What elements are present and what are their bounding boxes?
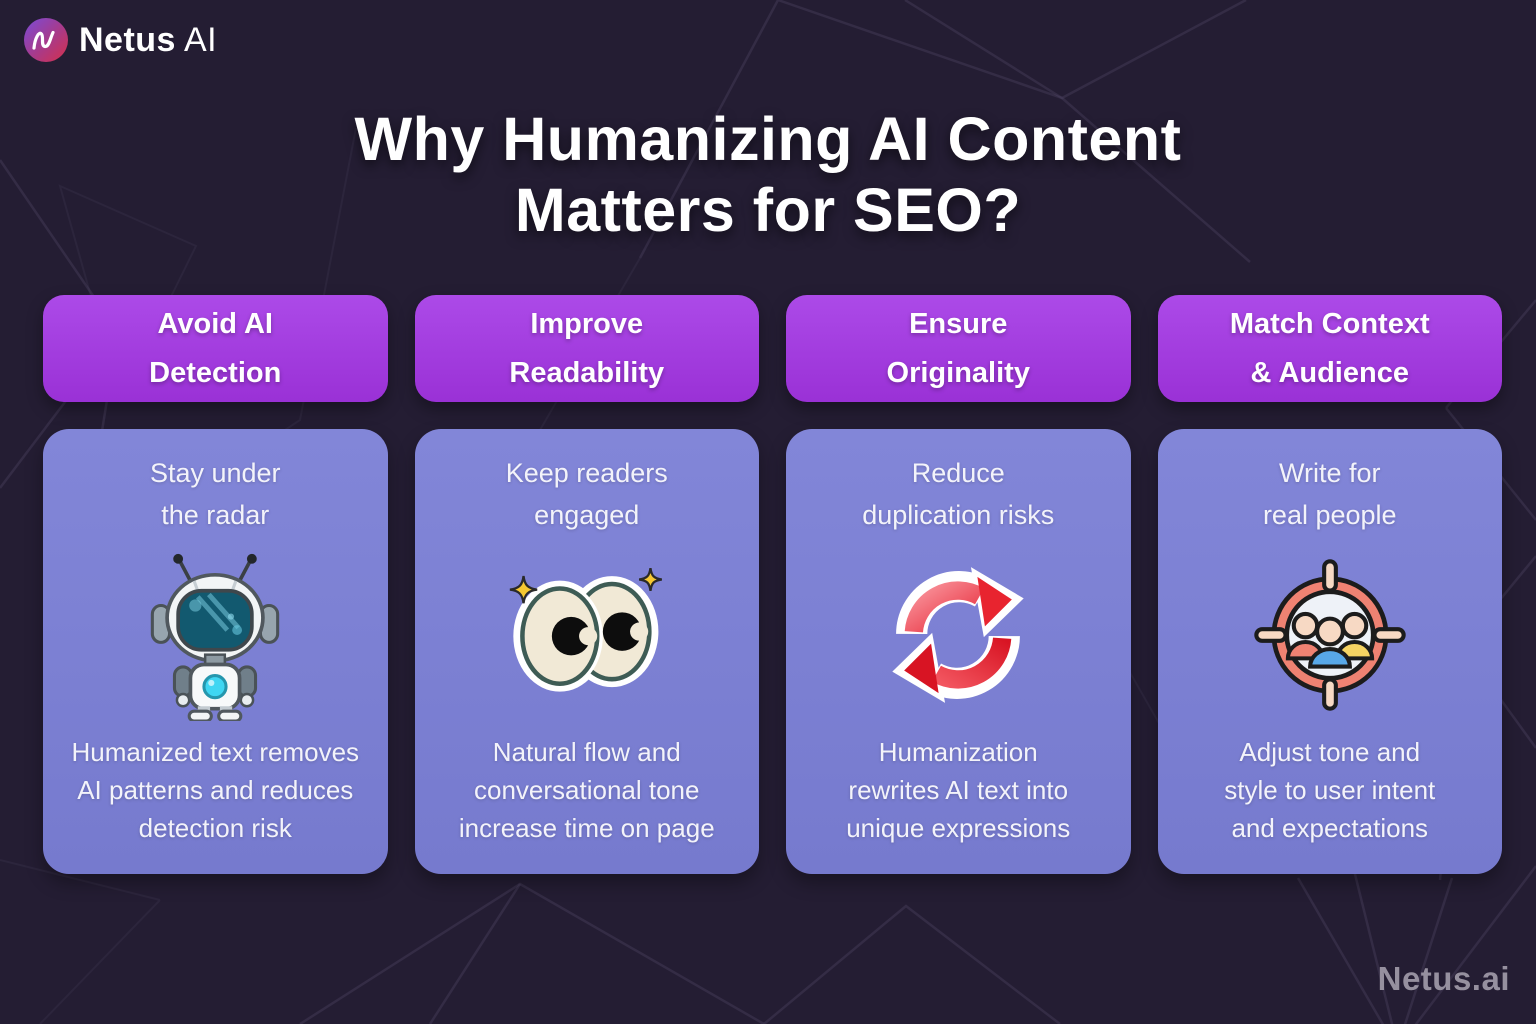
tagline-line-2: engaged: [534, 499, 640, 530]
pill-label-line-1: Ensure: [909, 308, 1008, 341]
refresh-icon: [888, 537, 1028, 734]
desc-line-1: Humanized text removes: [71, 737, 360, 768]
pill-label-line-2: Detection: [149, 356, 282, 389]
netus-logo-mark: [24, 18, 68, 62]
logo-n-icon: [32, 30, 55, 50]
desc-line-1: Natural flow and: [492, 737, 681, 768]
target-icon: [1254, 537, 1406, 734]
robot-icon: [141, 537, 289, 734]
desc-line-3: detection risk: [138, 813, 292, 844]
desc-line-2: conversational tone: [474, 775, 700, 806]
title-line-2: Matters for SEO?: [514, 176, 1022, 245]
footer-watermark: Netus.ai: [1377, 960, 1510, 997]
desc-line-1: Humanization: [878, 737, 1038, 768]
tagline-line-2: duplication risks: [862, 499, 1055, 530]
card-tagline: Reduce duplication risks: [862, 453, 1054, 537]
tagline-line-1: Reduce: [911, 458, 1005, 488]
desc-line-1: Adjust tone and: [1239, 737, 1421, 768]
pill-label-line-1: Avoid AI: [157, 308, 273, 341]
header-pill-ensure-originality: Ensure Originality: [786, 295, 1131, 402]
card-description: Humanized text removes AI patterns and r…: [71, 734, 359, 848]
card-tagline: Stay under the radar: [150, 453, 281, 537]
header-pill-improve-readability: Improve Readability: [414, 295, 759, 402]
logo-text-light: AI: [183, 20, 218, 59]
pill-label-line-2: & Audience: [1250, 356, 1409, 389]
desc-line-2: style to user intent: [1224, 775, 1436, 806]
page-title: Why Humanizing AI Content Matters for SE…: [0, 104, 1536, 247]
tagline-line-2: the radar: [161, 499, 270, 530]
pill-label-line-1: Match Context: [1229, 308, 1430, 341]
card-description: Natural flow and conversational tone inc…: [459, 734, 715, 848]
title-line-1: Why Humanizing AI Content: [354, 105, 1182, 173]
card-tagline: Write for real people: [1263, 453, 1397, 537]
logo-text-bold: Netus: [79, 20, 176, 59]
columns-grid: Avoid AI Detection Stay under the radar: [43, 295, 1502, 874]
card-description: Adjust tone and style to user intent and…: [1224, 734, 1435, 848]
pill-label-line-1: Improve: [530, 308, 644, 341]
tagline-line-2: real people: [1262, 499, 1397, 530]
desc-line-2: AI patterns and reduces: [77, 775, 354, 806]
tagline-line-1: Write for: [1278, 458, 1381, 488]
column-avoid-ai-detection: Avoid AI Detection Stay under the radar: [43, 295, 388, 874]
info-card-avoid-ai-detection: Stay under the radar: [43, 429, 388, 874]
desc-line-3: and expectations: [1231, 813, 1429, 844]
desc-line-2: rewrites AI text into: [848, 775, 1069, 806]
pill-label-line-2: Originality: [886, 356, 1030, 389]
desc-line-3: increase time on page: [458, 813, 715, 844]
card-tagline: Keep readers engaged: [506, 453, 668, 537]
tagline-line-1: Stay under: [149, 458, 281, 488]
info-card-ensure-originality: Reduce duplication risks Humanization re…: [786, 429, 1131, 874]
pill-label-line-2: Readability: [509, 356, 665, 389]
info-card-improve-readability: Keep readers engaged: [414, 429, 759, 874]
column-improve-readability: Improve Readability Keep readers engaged: [414, 295, 759, 874]
eyes-icon: [502, 537, 672, 734]
desc-line-3: unique expressions: [846, 813, 1071, 844]
info-card-match-context-audience: Write for real people: [1157, 429, 1502, 874]
tagline-line-1: Keep readers: [505, 458, 668, 488]
header-pill-match-context-audience: Match Context & Audience: [1157, 295, 1502, 402]
column-match-context-audience: Match Context & Audience Write for real …: [1157, 295, 1502, 874]
card-description: Humanization rewrites AI text into uniqu…: [846, 734, 1070, 848]
header-pill-avoid-ai-detection: Avoid AI Detection: [43, 295, 388, 402]
column-ensure-originality: Ensure Originality: [786, 295, 1131, 874]
